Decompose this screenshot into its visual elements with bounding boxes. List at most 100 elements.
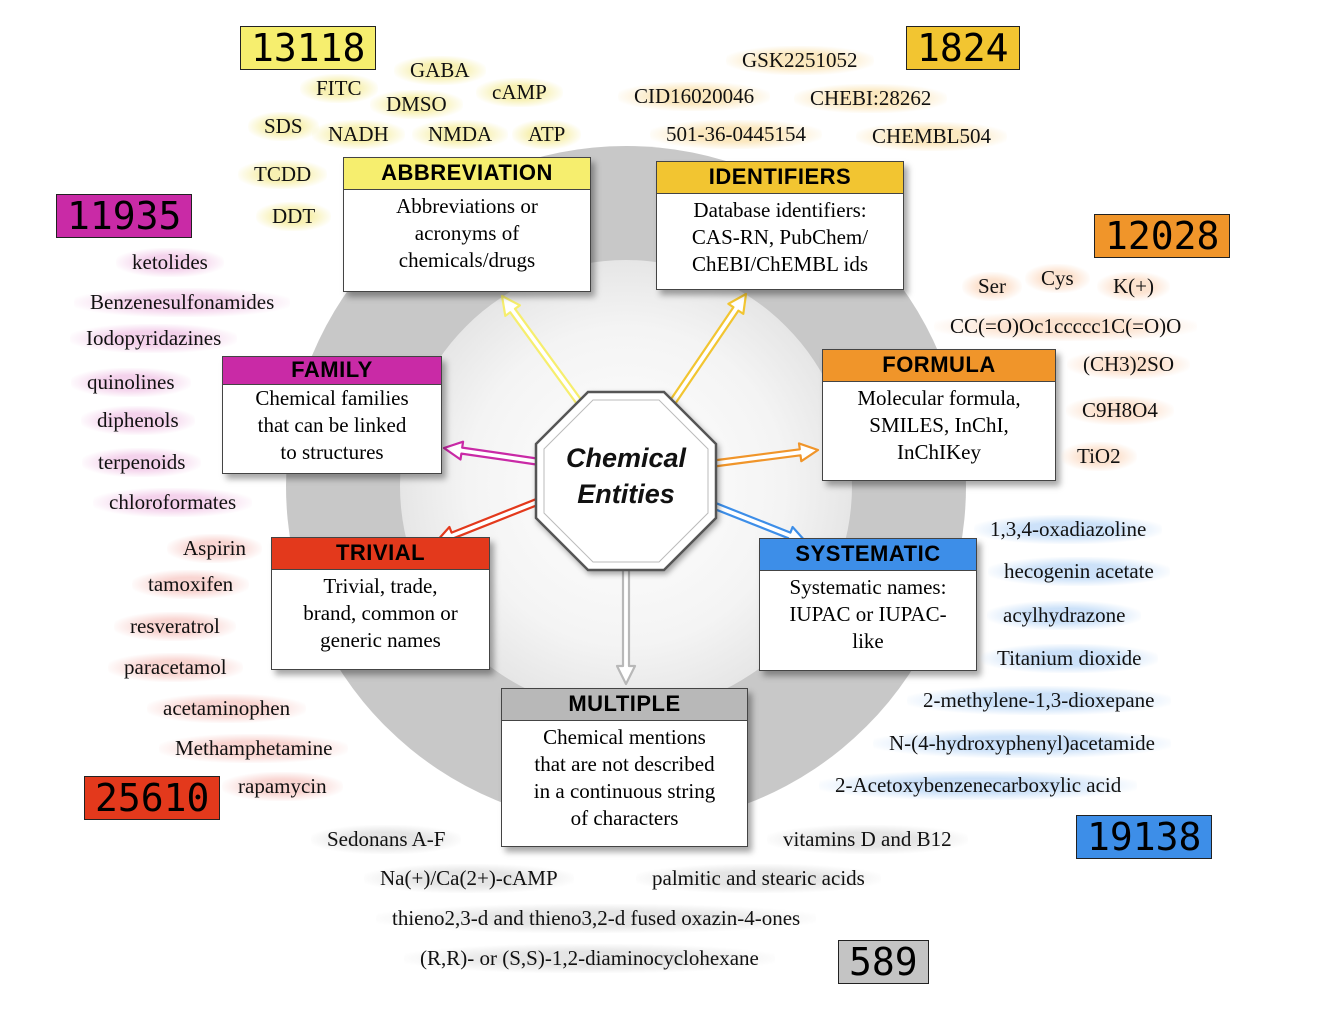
example-term: chloroformates — [93, 488, 253, 517]
multiple-box: MULTIPLE Chemical mentions that are not … — [501, 688, 748, 847]
identifiers-box: IDENTIFIERS Database identifiers: CAS-RN… — [656, 161, 904, 290]
example-term: vitamins D and B12 — [767, 825, 968, 854]
example-term: GSK2251052 — [726, 46, 874, 75]
example-term: quinolines — [71, 368, 191, 397]
desc-line: SMILES, InChI, — [869, 413, 1009, 437]
desc-line: Database identifiers: — [693, 198, 867, 222]
desc-line: Systematic names: — [789, 575, 947, 599]
example-term: 2-methylene-1,3-dioxepane — [907, 686, 1171, 715]
example-term: acetaminophen — [147, 694, 307, 723]
example-term: terpenoids — [82, 448, 202, 477]
example-term: TiO2 — [1061, 442, 1137, 471]
example-term: C9H8O4 — [1066, 396, 1174, 425]
desc-line: CAS-RN, PubChem/ — [691, 225, 869, 249]
trivial-count: 25610 — [84, 776, 221, 820]
example-term: rapamycin — [222, 772, 343, 801]
example-term: Na(+)/Ca(2+)-cAMP — [364, 864, 574, 893]
desc-line: in a continuous string — [533, 779, 716, 803]
example-term: Titanium dioxide — [981, 644, 1158, 673]
trivial-box: TRIVIAL Trivial, trade, brand, common or… — [271, 537, 490, 670]
center-octagon — [534, 390, 718, 572]
desc-line: of characters — [570, 806, 679, 830]
systematic-count: 19138 — [1076, 815, 1213, 859]
example-term: CC(=O)Oc1ccccc1C(=O)O — [934, 312, 1198, 341]
desc-line: like — [852, 629, 884, 653]
example-term: Benzenesulfonamides — [74, 288, 291, 317]
abbreviation-count: 13118 — [240, 26, 377, 70]
desc-line: Chemical mentions — [543, 725, 706, 749]
desc-line: ChEBI/ChEMBL ids — [692, 252, 868, 276]
abbreviation-arrow — [500, 294, 586, 409]
example-term: CID16020046 — [618, 82, 771, 111]
desc-line: chemicals/drugs — [398, 248, 536, 272]
multiple-title: MULTIPLE — [502, 689, 747, 721]
example-term: acylhydrazone — [987, 601, 1142, 630]
example-term: diphenols — [81, 406, 195, 435]
example-term: (CH3)2SO — [1067, 350, 1191, 379]
example-term: TCDD — [238, 160, 328, 189]
desc-line: InChIKey — [897, 440, 981, 464]
formula-arrow — [708, 442, 820, 469]
desc-line: Chemical families — [255, 386, 409, 410]
example-term: Methamphetamine — [159, 734, 349, 763]
multiple-description: Chemical mentions that are not described… — [502, 721, 747, 835]
example-term: FITC — [300, 74, 378, 103]
center-label: Chemical Entities — [546, 440, 706, 512]
example-term: (R,R)- or (S,S)-1,2-diaminocyclohexane — [404, 944, 775, 973]
example-term: Iodopyridazines — [70, 324, 238, 353]
desc-line: IUPAC or IUPAC- — [789, 602, 947, 626]
trivial-description: Trivial, trade, brand, common or generic… — [272, 570, 489, 657]
example-term: Cys — [1025, 264, 1090, 293]
example-term: resveratrol — [114, 612, 236, 641]
example-term: Aspirin — [167, 534, 262, 563]
desc-line: that are not described — [534, 752, 715, 776]
example-term: palmitic and stearic acids — [636, 864, 881, 893]
desc-line: that can be linked — [257, 413, 407, 437]
identifiers-arrow — [666, 292, 748, 409]
example-term: paracetamol — [108, 653, 243, 682]
example-term: K(+) — [1097, 272, 1170, 301]
identifiers-description: Database identifiers: CAS-RN, PubChem/ C… — [657, 194, 903, 281]
center-label-line2: Entities — [577, 479, 675, 509]
desc-line: brand, common or — [303, 601, 458, 625]
example-term: ketolides — [116, 248, 224, 277]
example-term: NMDA — [412, 120, 509, 149]
desc-line: acronyms of — [414, 221, 520, 245]
desc-line: to structures — [280, 440, 384, 464]
family-arrow — [442, 440, 542, 467]
example-term: SDS — [248, 112, 319, 141]
formula-title: FORMULA — [823, 350, 1055, 382]
example-term: N-(4-hydroxyphenyl)acetamide — [873, 729, 1171, 758]
abbreviation-title: ABBREVIATION — [344, 158, 590, 190]
example-term: cAMP — [476, 78, 563, 107]
abbreviation-box: ABBREVIATION Abbreviations or acronyms o… — [343, 157, 591, 292]
example-term: 1,3,4-oxadiazoline — [974, 515, 1163, 544]
example-term: Sedonans A-F — [311, 825, 462, 854]
desc-line: Molecular formula, — [857, 386, 1021, 410]
desc-line: generic names — [320, 628, 441, 652]
example-term: tamoxifen — [132, 570, 250, 599]
systematic-title: SYSTEMATIC — [760, 539, 976, 571]
example-term: GABA — [394, 56, 486, 85]
identifiers-title: IDENTIFIERS — [657, 162, 903, 194]
desc-line: Trivial, trade, — [323, 574, 438, 598]
example-term: CHEBI:28262 — [794, 84, 948, 113]
family-count: 11935 — [56, 194, 193, 238]
example-term: 501-36-0445154 — [650, 120, 822, 149]
trivial-title: TRIVIAL — [272, 538, 489, 570]
abbreviation-description: Abbreviations or acronyms of chemicals/d… — [344, 190, 590, 277]
formula-box: FORMULA Molecular formula, SMILES, InChI… — [822, 349, 1056, 481]
multiple-count: 589 — [838, 940, 929, 984]
family-title: FAMILY — [223, 357, 441, 385]
family-box: FAMILY Chemical families that can be lin… — [222, 356, 442, 474]
example-term: ATP — [512, 120, 582, 149]
multiple-arrow — [615, 556, 637, 686]
example-term: Ser — [962, 272, 1022, 301]
example-term: CHEMBL504 — [856, 122, 1008, 151]
desc-line: Abbreviations or — [396, 194, 538, 218]
formula-description: Molecular formula, SMILES, InChI, InChIK… — [823, 382, 1055, 469]
formula-count: 12028 — [1094, 214, 1231, 258]
systematic-description: Systematic names: IUPAC or IUPAC- like — [760, 571, 976, 658]
family-description: Chemical families that can be linked to … — [223, 385, 441, 466]
